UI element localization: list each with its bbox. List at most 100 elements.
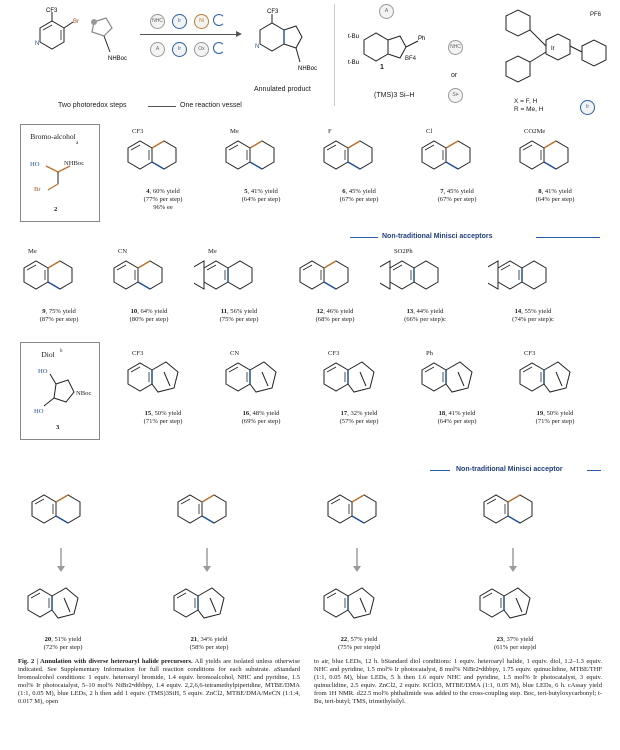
compound-per-step-21: (58% per step) [189,644,229,651]
compound-per-step-11: (75% per step) [219,316,259,323]
compound-21: 21, 34% yield(58% per step) [164,578,254,652]
diol-label-ho-bottom: HO [34,408,44,415]
compound-yield-20: 20, 51% yield [44,636,82,643]
compound-yield-19: 19, 50% yield [536,410,574,417]
intermediate-23 [474,484,552,539]
reagent-one: 1 [380,64,384,71]
compound-structure-5: Me [216,128,306,188]
svg-text:t-Bu: t-Bu [348,60,359,66]
reaction-arrow-23 [512,548,514,566]
compound-23: 23, 37% yield(61% per step)d [470,578,560,652]
compound-ee-4: 96% ee [153,204,173,211]
compound-substituent-7: Cl [426,128,433,135]
ir-badge-bottom: Ir [172,42,187,57]
scheme-start-pyridine: CF3 Br N [18,8,88,68]
svg-text:NHBoc: NHBoc [298,66,317,72]
reagent-tms: (TMS)3 Si–H [374,92,415,99]
compound-yield-15: 15, 50% yield [144,410,182,417]
compound-per-step-13: (66% per step)c [404,316,446,323]
intermediate-21 [168,484,246,539]
svg-text:Ir: Ir [551,46,555,52]
compound-number-23: 23 [496,636,504,643]
compound-number-9: 9 [42,308,46,315]
refresh-icon-top [213,14,225,26]
compound-per-step-4: (77% per step) [143,196,183,203]
compound-substituent-13: SO2Ph [394,248,413,255]
minisci-acceptor-line-right [587,470,601,471]
compound-14: 14, 55% yield(74% per step)c [485,250,578,324]
compound-structure-12 [290,250,380,308]
diol-label-ho-top: HO [38,368,48,375]
compound-yield-5: 5, 41% yield [244,188,278,195]
compound-structure-8: CO2Me [510,128,600,188]
reagent-pf6: PF6 [590,12,602,18]
compound-structure-15: CF3 [118,350,208,410]
compound-substituent-4: CF3 [132,128,144,135]
figure-caption-title: Fig. 2 | Annulation with diverse heteroa… [18,658,193,665]
compound-12: 12, 46% yield(68% per step) [290,250,380,324]
compound-number-13: 13 [406,308,414,315]
diol-structure [30,366,90,422]
compound-15: CF3 15, 50% yield(71% per step) [118,350,208,426]
minisci-line-left [350,237,378,238]
compound-structure-19: CF3 [510,350,600,410]
svg-text:CF3: CF3 [46,8,58,14]
diol-sup: b [60,349,63,354]
figure-caption-col1: Fig. 2 | Annulation with diverse heteroa… [18,658,300,707]
silyl-badge: Si• [448,88,463,103]
compound-per-step-7: (67% per step) [437,196,477,203]
reagent-x: X = F, H [514,98,538,105]
compound-per-step-16: (69% per step) [241,418,281,425]
svg-text:N: N [255,44,259,50]
svg-text:Ph: Ph [418,36,425,42]
compound-structure-23 [470,578,560,636]
amine-badge-bottom: A [150,42,165,57]
compound-number-8: 8 [538,188,542,195]
compound-structure-17: CF3 [314,350,404,410]
compound-number-19: 19 [536,410,544,417]
bromoalcohol-number: 2 [54,206,58,213]
reagent-r: R = Me, H [514,106,544,113]
compound-per-step-15: (71% per step) [143,418,183,425]
diol-box [20,342,100,440]
scheme-caption-dash [148,106,176,107]
compound-substituent-8: CO2Me [524,128,546,135]
compound-yield-6: 6, 45% yield [342,188,376,195]
compound-per-step-19: (71% per step) [535,418,575,425]
reaction-arrow-21 [206,548,208,566]
compound-structure-18: Ph [412,350,502,410]
figure-caption-col2: to air, blue LEDs, 12 h. bStandard diol … [314,658,602,707]
compound-number-15: 15 [144,410,152,417]
nhc-reagent: t-Bu t-Bu Ph [344,16,454,86]
reaction-arrow-head-21 [203,566,211,572]
scheme-caption-right: One reaction vessel [180,102,242,109]
compound-number-11: 11 [220,308,227,315]
scheme-arrow-head [236,31,242,37]
iridium-photocatalyst: Ir [486,6,616,96]
scheme-arrow [140,34,238,35]
compound-structure-22 [314,578,404,636]
compound-per-step-8: (64% per step) [535,196,575,203]
svg-text:NHBoc: NHBoc [108,56,127,62]
compound-per-step-20: (72% per step) [43,644,83,651]
compound-per-step-23: (61% per step)d [493,644,537,651]
nhc-badge-reagent: NHC [448,40,463,55]
reaction-arrow-head-23 [509,566,517,572]
product-caption: Annulated product [254,86,311,93]
svg-text:CF3: CF3 [267,9,279,15]
compound-per-step-14: (74% per step)c [512,316,554,323]
reaction-arrow-20 [60,548,62,566]
ox-badge-bottom: Ox [194,42,209,57]
svg-text:Br: Br [73,19,79,25]
compound-yield-10: 10, 64% yield [130,308,168,315]
scheme-caption-left: Two photoredox steps [58,102,127,109]
compound-substituent-15: CF3 [132,350,144,357]
header-divider [334,4,335,106]
